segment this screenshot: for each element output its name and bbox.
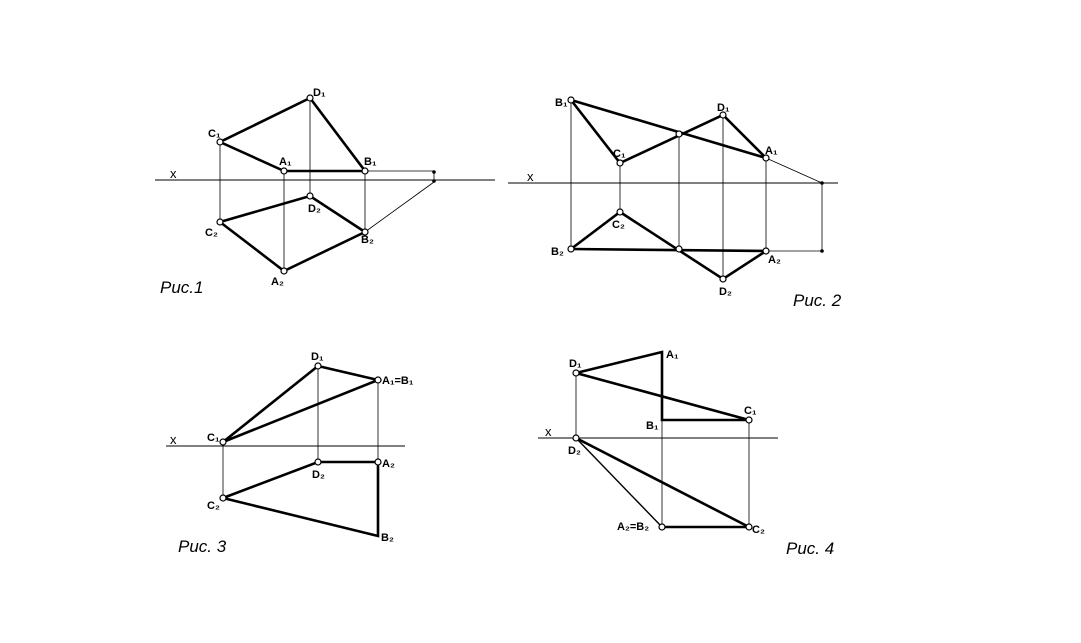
label-A2-B2: A₂=B₂ <box>617 521 649 533</box>
label-C1: C₁ <box>613 148 626 160</box>
label-D1: D₁ <box>311 351 324 363</box>
label-B2: B₂ <box>381 532 394 544</box>
label-D2: D₂ <box>308 203 321 215</box>
points <box>572 369 753 531</box>
projection-lines <box>219 98 435 271</box>
label-C2: C₂ <box>612 219 625 231</box>
frontal-projection <box>218 194 368 273</box>
frontal-projection <box>221 460 380 538</box>
label-A1: A₁ <box>666 349 679 361</box>
label-A2: A₂ <box>768 254 781 266</box>
label-B1: B₁ <box>646 420 659 432</box>
caption-fig2: Рис. 2 <box>793 291 842 310</box>
projection-lines <box>575 373 750 527</box>
label-B1: B₁ <box>555 97 568 109</box>
caption-fig4: Рис. 4 <box>786 539 834 558</box>
points <box>216 94 369 275</box>
horizontal-projection <box>221 364 383 444</box>
horizontal-projection <box>574 350 750 422</box>
label-C2: C₂ <box>205 227 218 239</box>
label-D1: D₁ <box>717 102 730 114</box>
figure-1: x C₁ D₁ <box>155 87 495 297</box>
caption-fig3: Рис. 3 <box>178 537 227 556</box>
label-D2: D₂ <box>568 445 581 457</box>
label-A2: A₂ <box>271 276 284 288</box>
horizontal-projection <box>569 98 768 165</box>
label-A1: A₁ <box>765 145 778 157</box>
x-axis-label: x <box>527 169 534 184</box>
points <box>219 362 382 502</box>
label-D2: D₂ <box>312 469 325 481</box>
label-D2: D₂ <box>719 286 732 298</box>
label-C1: C₁ <box>208 128 221 140</box>
label-D1: D₁ <box>569 358 582 370</box>
label-C2: C₂ <box>752 524 765 536</box>
label-C1: C₁ <box>207 432 220 444</box>
frontal-projection <box>574 436 751 529</box>
label-B2: B₂ <box>361 234 374 246</box>
label-D1: D₁ <box>313 87 326 99</box>
x-axis-label: x <box>170 432 177 447</box>
figure-2: x <box>508 96 842 310</box>
points <box>567 96 770 283</box>
label-A1: A₁ <box>279 156 292 168</box>
projection-lines <box>222 366 379 498</box>
x-axis-label: x <box>170 166 177 181</box>
label-A1-B1: A₁=B₁ <box>382 375 414 387</box>
caption-fig1: Рис.1 <box>160 278 203 297</box>
label-C2: C₂ <box>207 500 220 512</box>
label-B1: B₁ <box>364 156 377 168</box>
frontal-projection <box>569 210 768 281</box>
label-C1: C₁ <box>744 405 757 417</box>
label-B2: B₂ <box>551 246 564 258</box>
label-A2: A₂ <box>382 458 395 470</box>
figure-4: x D₁ A₁ C₁ B₁ D₂ A₂=B₂ C₂ Рис. 4 <box>538 349 834 558</box>
x-axis-label: x <box>545 424 552 439</box>
figure-3: x D₁ A₁=B₁ C₁ D₂ A₂ C₂ B₂ Рис. 3 <box>166 351 414 556</box>
horizontal-projection <box>216 96 368 173</box>
